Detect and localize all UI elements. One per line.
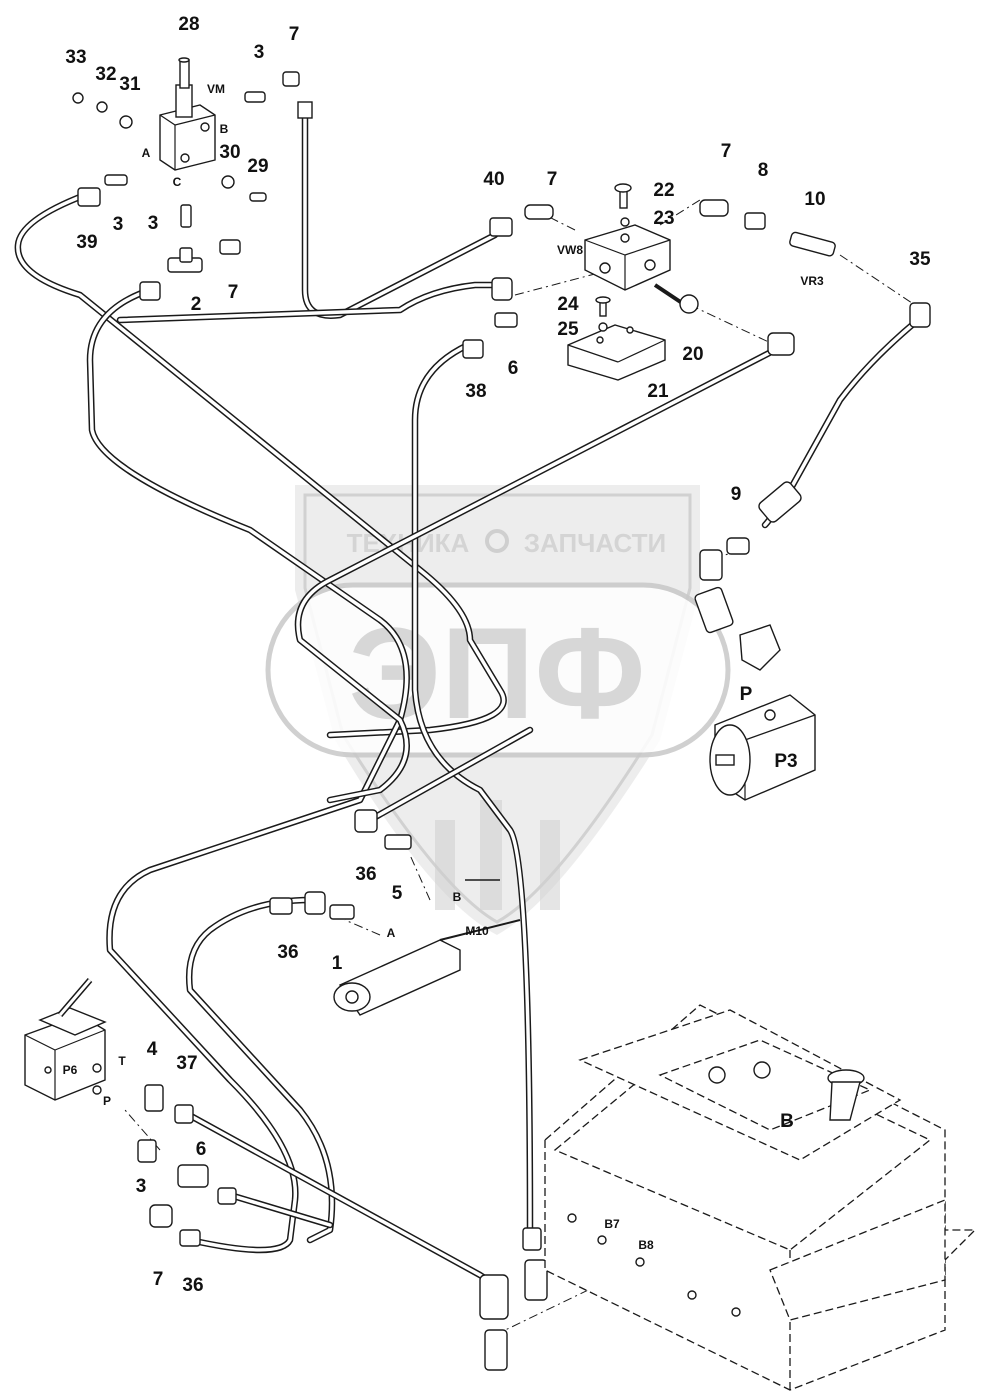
callout-8: 8 — [758, 160, 769, 181]
port-label-p-valve: P — [103, 1094, 111, 1108]
valve-block-p6 — [24, 978, 107, 1101]
callout-32: 32 — [95, 64, 116, 85]
port-label-p-pump: P — [740, 684, 753, 705]
valve-block-vm — [159, 57, 216, 171]
callout-38: 38 — [465, 381, 486, 402]
port-label-vm: VM — [207, 82, 225, 96]
callout-20: 20 — [682, 344, 703, 365]
callout-40: 40 — [483, 169, 504, 190]
callout-37: 37 — [176, 1053, 197, 1074]
port-label-b-tank: B — [780, 1111, 794, 1132]
callout-4: 4 — [147, 1039, 158, 1060]
callout-35: 35 — [909, 249, 931, 270]
port-label-t: T — [118, 1054, 126, 1068]
callout-29: 29 — [247, 156, 268, 177]
port-label-m10: M10 — [465, 924, 489, 938]
watermark-emblem — [265, 582, 731, 758]
callout-30: 30 — [219, 142, 240, 163]
fittings-middle — [269, 809, 500, 920]
callout-7: 7 — [547, 169, 558, 190]
callout-3: 3 — [254, 42, 265, 63]
callout-36: 36 — [182, 1275, 203, 1296]
callout-7: 7 — [289, 24, 300, 45]
port-labels: VM B A C VW8 VR3 P P3 B M10 A P6 T P B7 … — [63, 82, 824, 1252]
fittings-top-right — [462, 199, 931, 555]
callout-39: 39 — [76, 232, 97, 253]
watermark-logo: ЭПФ — [349, 600, 646, 746]
callout-7: 7 — [228, 282, 239, 303]
port-label-a-vm: A — [142, 146, 151, 160]
hydraulic-tank — [544, 1004, 977, 1391]
callout-21: 21 — [647, 381, 669, 402]
callout-33: 33 — [65, 47, 86, 68]
port-label-p3: P3 — [774, 751, 797, 772]
callout-7: 7 — [721, 141, 732, 162]
callout-labels: 28 7 33 32 31 3 30 29 3 39 3 2 7 40 7 22… — [65, 14, 931, 1296]
port-label-b8: B8 — [638, 1238, 654, 1252]
callout-36: 36 — [277, 942, 298, 963]
port-label-a-cylinder: A — [387, 926, 396, 940]
callout-3: 3 — [136, 1176, 147, 1197]
callout-36: 36 — [355, 864, 376, 885]
callout-7: 7 — [153, 1269, 164, 1290]
callout-1: 1 — [332, 953, 343, 974]
callout-22: 22 — [653, 180, 674, 201]
callout-28: 28 — [178, 14, 199, 35]
mounting-plate — [567, 296, 666, 381]
callout-6: 6 — [508, 358, 519, 379]
fittings-bottom-left — [137, 1084, 548, 1371]
callout-23: 23 — [653, 208, 674, 229]
callout-5: 5 — [392, 883, 403, 904]
port-label-b7: B7 — [604, 1217, 620, 1231]
pump-p3 — [694, 549, 816, 801]
callout-31: 31 — [119, 74, 141, 95]
hydraulic-cylinder — [333, 919, 521, 1016]
callout-3: 3 — [148, 213, 159, 234]
callout-10: 10 — [804, 189, 825, 210]
port-label-vr3: VR3 — [800, 274, 824, 288]
port-label-b-cylinder: B — [453, 890, 462, 904]
valve-block-vw8 — [584, 183, 699, 314]
callout-2: 2 — [191, 294, 202, 315]
port-label-vw8: VW8 — [557, 243, 583, 257]
port-label-p6: P6 — [63, 1063, 78, 1077]
port-label-c-vm: C — [173, 175, 182, 189]
callout-9: 9 — [731, 484, 742, 505]
watermark-gear-icon — [485, 529, 509, 553]
fittings-top-left — [72, 71, 313, 301]
port-label-b-vm: B — [220, 122, 229, 136]
watermark-text-right: ЗАПЧАСТИ — [524, 528, 667, 558]
callout-24: 24 — [557, 294, 579, 315]
callout-3: 3 — [113, 214, 124, 235]
callout-6: 6 — [196, 1139, 207, 1160]
callout-25: 25 — [557, 319, 579, 340]
watermark-wheat-icon — [435, 800, 560, 910]
